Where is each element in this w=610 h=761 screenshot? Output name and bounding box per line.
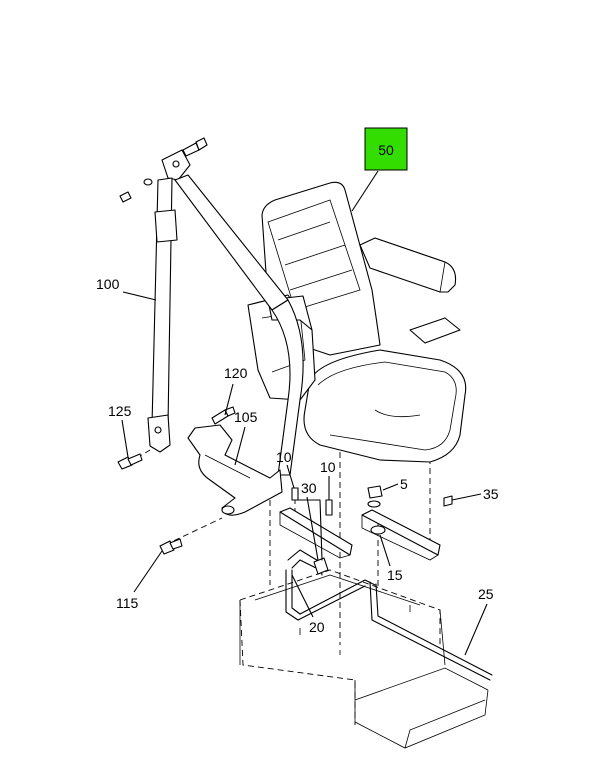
bolt-125[interactable] — [117, 453, 143, 470]
lap-belt-bracket[interactable] — [187, 424, 283, 516]
callout-120-label[interactable]: 120 — [224, 365, 248, 381]
callout-25-label[interactable]: 25 — [478, 586, 494, 602]
nut-5[interactable] — [367, 485, 383, 508]
mounting-rails[interactable] — [279, 507, 441, 561]
washer-15[interactable] — [370, 525, 386, 535]
bolt-120[interactable] — [211, 406, 236, 425]
seat-assembly[interactable] — [247, 181, 467, 463]
callout-125-label[interactable]: 125 — [108, 403, 132, 419]
callout-30-label[interactable]: 30 — [301, 480, 317, 496]
callout-105-label[interactable]: 105 — [234, 409, 258, 425]
callout-15-label[interactable]: 15 — [387, 567, 403, 583]
callout-20-label[interactable]: 20 — [309, 619, 325, 635]
callout-5-label[interactable]: 5 — [400, 476, 408, 492]
callout-100-label[interactable]: 100 — [96, 276, 120, 292]
screw-35[interactable] — [443, 495, 453, 507]
callout-35-label[interactable]: 35 — [483, 486, 499, 502]
screw-10-left[interactable] — [291, 487, 299, 501]
callout-50[interactable]: 50 — [364, 127, 408, 171]
callout-10a-label[interactable]: 10 — [276, 449, 292, 465]
seat-riser-base — [239, 569, 489, 749]
bolt-115[interactable] — [159, 538, 183, 555]
callout-115-label[interactable]: 115 — [116, 595, 139, 611]
screw-10-right[interactable] — [325, 499, 333, 516]
callout-50-label: 50 — [378, 142, 394, 158]
shoulder-belt[interactable] — [119, 137, 304, 476]
callout-10b-label[interactable]: 10 — [320, 459, 336, 475]
tube-assembly[interactable] — [285, 499, 493, 681]
callout-50-highlight — [364, 127, 408, 171]
leader-lines — [121, 170, 488, 656]
